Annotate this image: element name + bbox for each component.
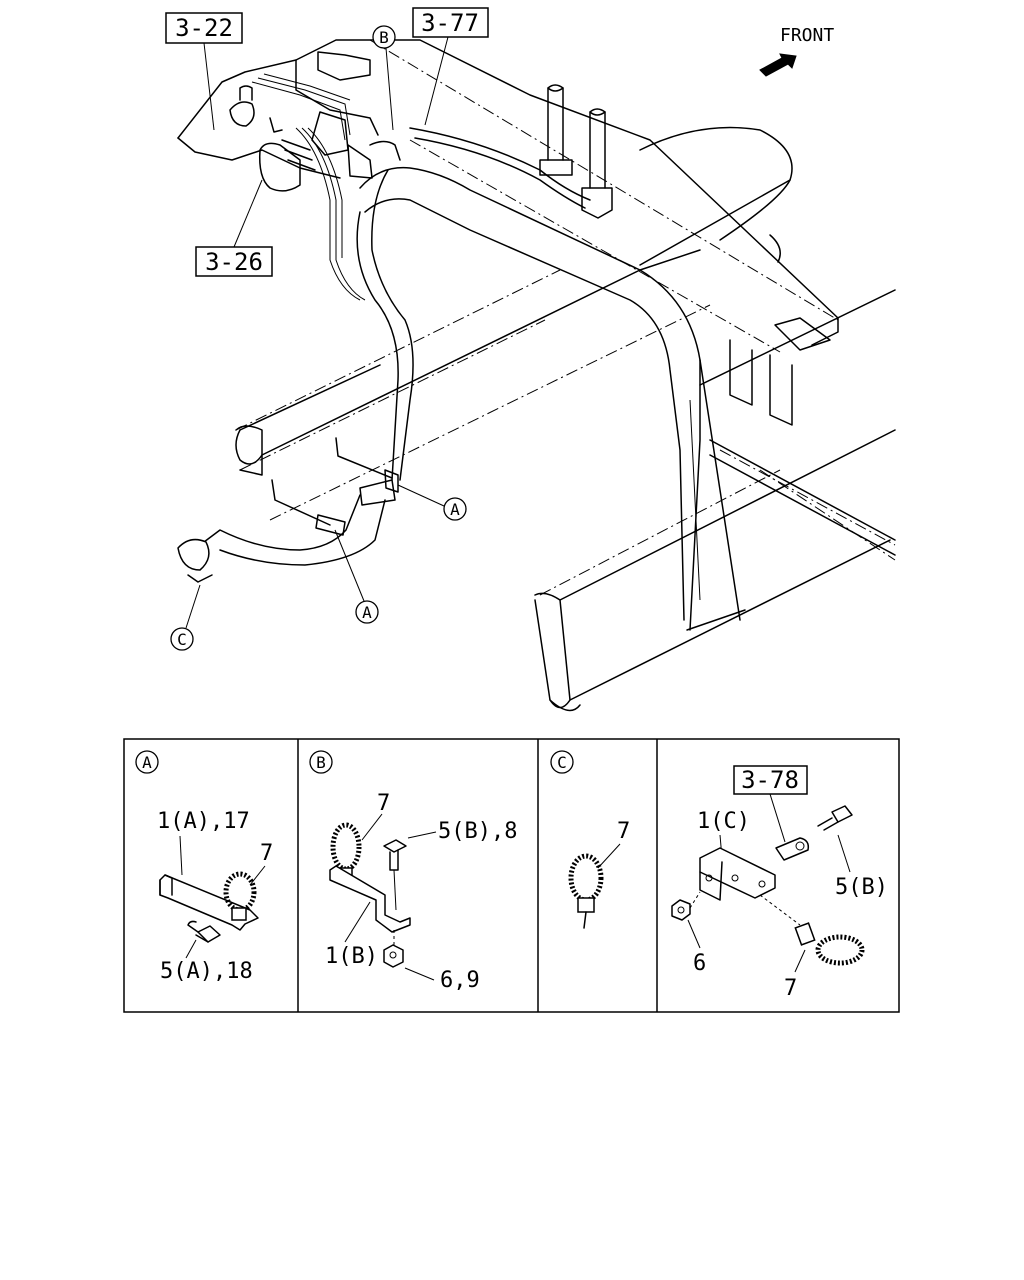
panel-b-nut <box>383 930 404 968</box>
panel-b-bracket <box>329 865 411 933</box>
panel-a-marker: A <box>135 750 159 774</box>
air-pipes <box>409 84 613 219</box>
detail-frame <box>123 738 900 1013</box>
panel-c-marker: C <box>550 750 574 774</box>
detail-panels: A 1(A),17 7 5(A),18 <box>123 738 900 1013</box>
frame-rails <box>235 39 896 712</box>
callout-a-lower-label: A <box>362 603 372 622</box>
callout-a-upper-label: A <box>450 500 460 519</box>
callout-a-upper[interactable]: A <box>443 497 467 521</box>
panel-a-bolt <box>185 920 221 959</box>
panel-d-band-label: 7 <box>784 976 797 1001</box>
leader-3-77 <box>424 36 449 126</box>
leader-3-26 <box>233 179 263 248</box>
panel-a-band-label: 7 <box>260 841 273 866</box>
panel-b-band-label: 7 <box>377 791 390 816</box>
panel-c-band-clamp <box>568 853 604 929</box>
leader-a-lower <box>334 529 365 602</box>
ref-box-3-22[interactable]: 3-22 <box>165 12 243 44</box>
panel-a-marker-label: A <box>142 753 152 772</box>
ref-box-3-26[interactable]: 3-26 <box>195 246 273 277</box>
panel-d-nut <box>671 891 701 921</box>
ref-label-3-26: 3-26 <box>205 248 263 276</box>
panel-c-band-label: 7 <box>617 819 630 844</box>
callout-b[interactable]: B <box>372 25 396 49</box>
panel-a-bracket <box>159 874 259 931</box>
panel-d-nut-label: 6 <box>693 951 706 976</box>
leader-3-22 <box>203 42 215 131</box>
panel-c-marker-label: C <box>557 753 567 772</box>
callout-c[interactable]: C <box>170 627 194 651</box>
leader-c <box>185 584 201 629</box>
panel-a-bolt-label: 5(A),18 <box>160 959 253 984</box>
callout-b-label: B <box>379 28 389 47</box>
detail-panel-c: C 7 <box>550 750 630 929</box>
harness-lines <box>258 127 401 301</box>
leader-a-upper <box>397 484 445 507</box>
panel-d-clip <box>775 837 810 861</box>
panel-d-bracket-label: 1(C) <box>697 809 750 834</box>
ref-label-3-22: 3-22 <box>175 14 233 42</box>
panel-a-band-clamp <box>223 871 257 921</box>
panel-b-bolt-label: 5(B),8 <box>438 819 517 844</box>
main-hose <box>177 166 746 631</box>
panel-d-band-clamp <box>759 894 865 966</box>
leader-b <box>385 47 394 131</box>
callout-a-lower[interactable]: A <box>355 600 379 624</box>
panel-b-bolt <box>383 839 407 911</box>
panel-b-nut-label: 6,9 <box>440 968 480 993</box>
panel-b-marker-label: B <box>316 753 326 772</box>
front-label: FRONT <box>780 25 834 46</box>
ref-box-3-77[interactable]: 3-77 <box>412 7 489 38</box>
detail-panel-d: 3-78 1(C) 5(B) 6 7 <box>671 765 888 1001</box>
panel-d-ref-label: 3-78 <box>741 766 799 794</box>
callout-c-label: C <box>177 630 187 649</box>
detail-panel-b: B 7 5(B),8 1(B) 6,9 <box>309 750 517 993</box>
panel-b-bracket-label: 1(B) <box>325 944 378 969</box>
panel-b-marker: B <box>309 750 333 774</box>
engine-deck <box>177 39 839 346</box>
front-arrow-icon <box>759 53 797 77</box>
front-indicator: FRONT <box>759 25 834 77</box>
main-assembly-view: FRONT 3-22 3-77 3-26 B A <box>165 7 896 712</box>
panel-d-bracket <box>699 847 776 901</box>
panel-a-bracket-label: 1(A),17 <box>157 809 250 834</box>
panel-d-bolt-label: 5(B) <box>835 875 888 900</box>
panel-d-bolt <box>817 805 853 831</box>
ref-label-3-77: 3-77 <box>421 9 479 37</box>
detail-panel-a: A 1(A),17 7 5(A),18 <box>135 750 273 984</box>
panel-d-ref-box[interactable]: 3-78 <box>733 765 808 795</box>
